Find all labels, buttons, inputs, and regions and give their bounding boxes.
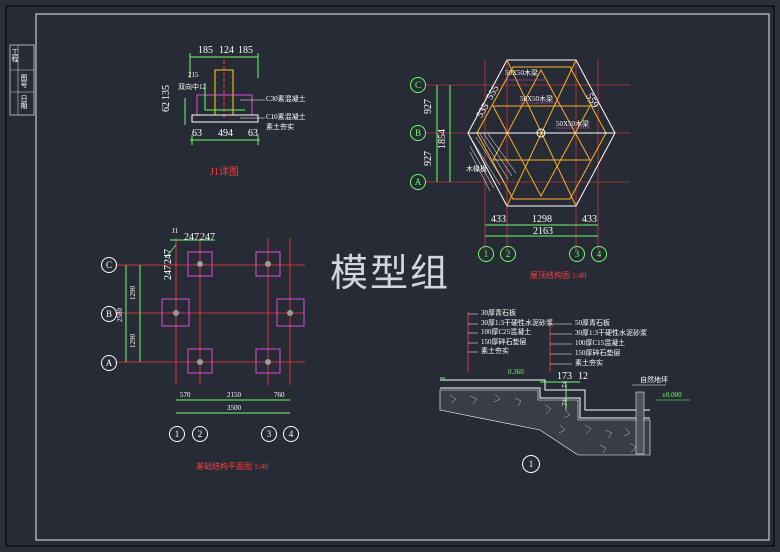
found-top-dim: 247 (184, 232, 199, 243)
found-axis-a: A (101, 355, 117, 371)
j1-tag: 215 (188, 71, 199, 79)
found-left-pair: 247 (163, 249, 174, 264)
found-bottom-dim: 760 (274, 391, 285, 399)
title-block-row: 日期 (20, 95, 28, 109)
section-level: 0.360 (508, 368, 524, 376)
section-layer: 30厚青石板 (481, 309, 516, 317)
roof-axis-1: 1 (478, 246, 494, 262)
roof-bottom-dim: 433 (582, 214, 597, 225)
title-block (9, 44, 35, 116)
roof-beam-label: 50X50木梁 (520, 95, 554, 103)
roof-title: 屋顶结构图 1:40 (530, 271, 587, 280)
section-layer: 50厚青石板 (575, 319, 610, 327)
found-title: 基础结构平面图 1:40 (196, 462, 269, 471)
found-bottom-dim: 2150 (227, 391, 241, 399)
j1-tag: 双向中12 (178, 83, 206, 91)
section-dim: 12 (578, 371, 588, 382)
section-dim: 74 (561, 399, 569, 406)
found-left-dim: 1290 (129, 334, 137, 348)
found-bottom-dim: 570 (180, 391, 191, 399)
found-axis-b: B (101, 306, 117, 322)
roof-bottom-dim: 433 (491, 214, 506, 225)
found-left-pair: 247 (163, 265, 174, 280)
found-axis-2: 2 (192, 426, 208, 442)
j1-note: C10素混凝土 (266, 113, 306, 121)
watermark: 模型组 (330, 251, 451, 295)
roof-bottom-total: 2163 (533, 226, 553, 237)
section-layer: 30厚1:3干硬性水泥砂浆 (481, 319, 553, 327)
roof-axis-c: C (410, 77, 426, 93)
roof-left-dim: 927 (423, 99, 434, 114)
roof-structure-plan (425, 59, 630, 250)
roof-diag-dim: 555 (484, 83, 502, 102)
j1-top-dim: 185 (238, 45, 253, 56)
found-axis-4: 4 (283, 426, 299, 442)
found-axis-1: 1 (169, 426, 185, 442)
roof-axis-4: 4 (591, 246, 607, 262)
section-layer: 100厚C25混凝土 (481, 328, 532, 336)
roof-beam-label: 50X50木梁 (505, 69, 539, 77)
section-right-label: 自然地坪 (640, 376, 668, 384)
found-axis-c: C (101, 257, 117, 273)
roof-bottom-dim: 1298 (532, 214, 552, 225)
section-layer: 素土夯实 (481, 347, 509, 355)
roof-axis-b: B (410, 125, 426, 141)
section-layer: 素土夯实 (575, 359, 603, 367)
section-detail (439, 312, 690, 456)
roof-left-dim: 927 (423, 151, 434, 166)
section-layer: 150厚碎石垫层 (481, 338, 527, 346)
j1-bottom-dim: 494 (218, 128, 233, 139)
roof-beam-label: 50X50木梁 (556, 120, 590, 128)
found-top-dim: 247 (200, 232, 215, 243)
found-left-total: 2580 (116, 308, 124, 322)
j1-note: C30素混凝土 (266, 95, 306, 103)
section-dim: 173 (557, 371, 572, 382)
section-level: ±0.000 (662, 391, 682, 399)
title-block-row: 工程 (11, 48, 19, 62)
drawing-border (35, 13, 770, 541)
j1-bottom-dim: 63 (248, 128, 258, 139)
roof-axis-3: 3 (569, 246, 585, 262)
found-top-label: J1 (172, 227, 179, 235)
section-layer: 30厚1:3干硬性水泥砂浆 (575, 329, 647, 337)
j1-detail (184, 53, 265, 145)
section-marker: 1 (522, 455, 540, 473)
roof-axis-2: 2 (500, 246, 516, 262)
found-axis-3: 3 (261, 426, 277, 442)
j1-bottom-dim: 63 (192, 128, 202, 139)
roof-left-total: 1854 (437, 129, 448, 149)
j1-note: 素土夯实 (266, 123, 294, 131)
foundation-plan (115, 238, 305, 414)
section-dim: 74 (561, 381, 569, 388)
j1-top-dim: 124 (219, 45, 234, 56)
title-block-row: 图号 (20, 74, 28, 88)
section-layer: 150厚碎石垫层 (575, 349, 621, 357)
j1-title: J1详图 (210, 167, 239, 178)
found-bottom-total: 3500 (227, 404, 241, 412)
roof-axis-a: A (410, 174, 426, 190)
roof-diag-dim: 559 (583, 91, 601, 110)
j1-left-dim: 135 (161, 85, 172, 100)
roof-diag-dim: 535 (474, 101, 492, 120)
found-left-dim: 1290 (129, 286, 137, 300)
j1-left-dim: 62 (161, 102, 172, 112)
roof-misc-label: 木椽板 (466, 165, 487, 173)
section-layer: 100厚C15混凝土 (575, 339, 626, 347)
j1-top-dim: 185 (198, 45, 213, 56)
